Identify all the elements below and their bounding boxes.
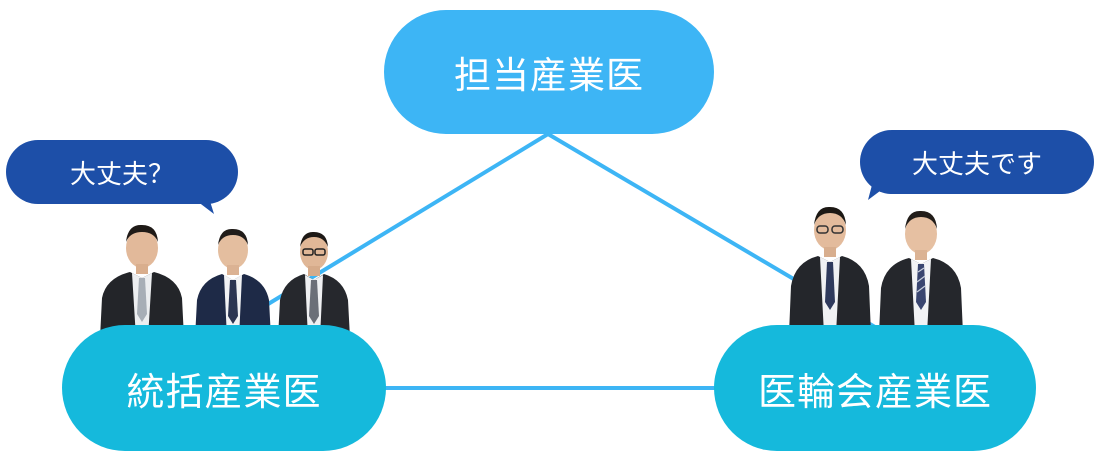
- photo-group-left: [96, 214, 352, 338]
- speech-bubble-right: 大丈夫です: [860, 130, 1094, 194]
- person-photo-right-1: [786, 200, 874, 334]
- node-association-occupational-physician: 医輪会産業医: [714, 325, 1036, 451]
- node-right-label: 医輪会産業医: [757, 369, 992, 414]
- node-left-label: 統括産業医: [126, 369, 322, 414]
- person-photo-right-2: [876, 202, 966, 334]
- speech-bubble-left-text: 大丈夫？: [69, 159, 174, 190]
- node-assigned-occupational-physician: 担当産業医: [384, 10, 714, 134]
- speech-bubble-right-text: 大丈夫です: [911, 149, 1042, 180]
- person-photo-left-1: [96, 214, 188, 338]
- person-photo-left-3: [276, 222, 352, 338]
- node-top-label: 担当産業医: [454, 54, 644, 97]
- speech-bubble-left: 大丈夫？: [6, 140, 238, 204]
- person-photo-left-2: [192, 220, 274, 338]
- photo-group-right: [786, 200, 966, 334]
- node-chief-occupational-physician: 統括産業医: [62, 325, 386, 451]
